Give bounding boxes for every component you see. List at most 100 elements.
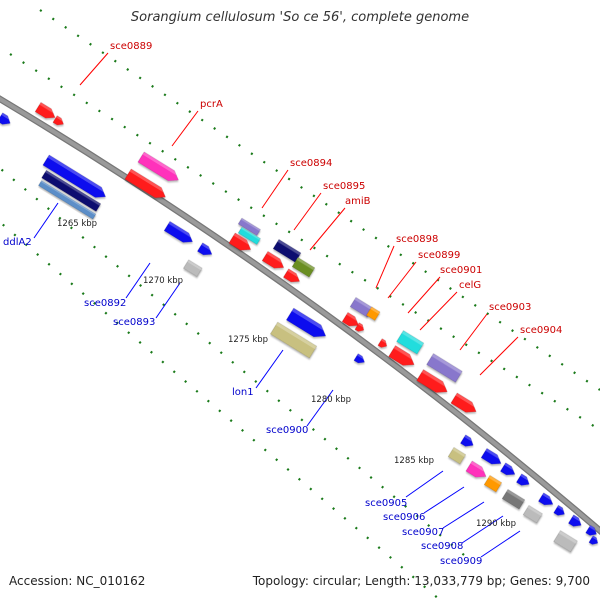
gene-feature[interactable]: [341, 311, 361, 330]
gene-feature[interactable]: [538, 492, 555, 509]
label-leader: [125, 262, 151, 299]
gene-feature[interactable]: [228, 232, 254, 255]
accession-text: Accession: NC_010162: [9, 574, 146, 588]
label-leaders: [33, 52, 521, 558]
gene-label-reverse[interactable]: sce0905: [365, 498, 407, 509]
label-leader: [79, 52, 109, 86]
gene-feature[interactable]: [237, 226, 261, 245]
label-leader: [155, 282, 181, 319]
gene-label-reverse[interactable]: sce0900: [266, 425, 308, 436]
gene-feature[interactable]: [0, 112, 13, 128]
gene-feature[interactable]: [283, 268, 302, 286]
label-leader: [309, 207, 346, 251]
gene-feature[interactable]: [416, 369, 451, 397]
label-leader: [479, 336, 519, 376]
gene-label-forward[interactable]: celG: [459, 280, 481, 291]
gene-feature[interactable]: [465, 460, 489, 482]
label-leader: [387, 261, 417, 299]
gene-labels: sce0889 pcrA sce0894 sce0895 amiB sce0898 sce0…: [3, 41, 562, 567]
gene-label-forward[interactable]: sce0898: [396, 234, 438, 245]
gene-feature[interactable]: [522, 504, 543, 524]
gene-feature[interactable]: [269, 321, 318, 359]
gene-label-reverse[interactable]: sce0907: [402, 527, 444, 538]
gene-label-forward[interactable]: sce0895: [323, 181, 365, 192]
gene-label-reverse[interactable]: ddlA2: [3, 237, 32, 248]
gene-label-forward[interactable]: sce0903: [489, 302, 531, 313]
label-leader: [407, 276, 441, 314]
backbone-line: [0, 96, 600, 534]
gene-feature[interactable]: [388, 345, 418, 370]
genome-backbone: [0, 95, 600, 536]
gene-label-forward[interactable]: sce0901: [440, 265, 482, 276]
gene-feature[interactable]: [42, 154, 109, 202]
gene-feature[interactable]: [516, 473, 531, 489]
scale-tick-label: 1265 kbp: [57, 219, 97, 229]
gene-feature[interactable]: [137, 151, 182, 185]
gene-feature[interactable]: [261, 250, 286, 272]
gene-feature[interactable]: [553, 530, 578, 553]
gene-label-forward[interactable]: sce0889: [110, 41, 152, 52]
gene-label-forward[interactable]: amiB: [345, 196, 371, 207]
label-leader: [480, 530, 521, 558]
gene-feature[interactable]: [377, 338, 389, 350]
gene-feature[interactable]: [291, 256, 316, 278]
gene-feature[interactable]: [183, 259, 203, 278]
gene-feature[interactable]: [124, 168, 169, 202]
label-leader: [419, 291, 458, 331]
label-leader: [461, 515, 504, 544]
gene-feature[interactable]: [237, 217, 261, 236]
gene-feature[interactable]: [285, 307, 329, 342]
gene-feature[interactable]: [480, 447, 504, 468]
label-leader: [261, 169, 289, 209]
gene-feature[interactable]: [588, 535, 600, 547]
gene-feature[interactable]: [396, 330, 425, 355]
label-leader: [171, 110, 199, 147]
label-leader: [255, 349, 284, 389]
gene-feature[interactable]: [450, 392, 479, 417]
gene-label-forward[interactable]: pcrA: [200, 99, 223, 110]
gene-feature[interactable]: [52, 115, 66, 128]
gene-feature[interactable]: [354, 322, 366, 334]
gene-feature[interactable]: [447, 446, 467, 465]
label-leader: [293, 192, 322, 231]
gene-feature[interactable]: [553, 504, 567, 518]
gene-feature[interactable]: [483, 474, 503, 493]
gene-feature[interactable]: [366, 306, 381, 321]
label-leader: [423, 486, 465, 514]
gene-label-reverse[interactable]: sce0909: [440, 556, 482, 567]
gene-label-reverse[interactable]: sce0908: [421, 541, 463, 552]
label-leader: [442, 501, 485, 529]
scale-tick-label: 1280 kbp: [311, 395, 351, 405]
gene-feature[interactable]: [568, 514, 583, 530]
scale-tick-label: 1270 kbp: [143, 276, 183, 286]
gene-label-forward[interactable]: sce0904: [520, 325, 562, 336]
label-leader: [405, 470, 444, 498]
gene-label-forward[interactable]: sce0894: [290, 158, 332, 169]
label-leader: [459, 313, 488, 351]
gene-feature[interactable]: [41, 169, 102, 212]
gene-feature[interactable]: [500, 462, 517, 479]
gene-features: [0, 101, 600, 553]
gene-feature[interactable]: [38, 180, 97, 220]
gene-label-forward[interactable]: sce0899: [418, 250, 460, 261]
gene-label-reverse[interactable]: lon1: [232, 387, 254, 398]
scale-tick-label: 1275 kbp: [228, 335, 268, 345]
genome-summary: Topology: circular; Length: 13,033,779 b…: [252, 574, 590, 588]
gene-label-reverse[interactable]: sce0893: [113, 317, 155, 328]
gene-feature[interactable]: [585, 524, 599, 538]
gene-feature[interactable]: [349, 296, 374, 318]
dotted-track: [0, 220, 441, 600]
gene-feature[interactable]: [197, 242, 214, 259]
gene-feature[interactable]: [460, 434, 475, 450]
scale-tick-label: 1290 kbp: [476, 519, 516, 529]
gene-feature[interactable]: [501, 488, 526, 510]
dotted-track: [9, 53, 600, 431]
gene-feature[interactable]: [163, 220, 195, 246]
gene-feature[interactable]: [426, 353, 463, 383]
gene-label-reverse[interactable]: sce0892: [84, 298, 126, 309]
gene-feature[interactable]: [353, 353, 367, 366]
gene-label-reverse[interactable]: sce0906: [383, 512, 425, 523]
gene-feature[interactable]: [34, 101, 58, 122]
